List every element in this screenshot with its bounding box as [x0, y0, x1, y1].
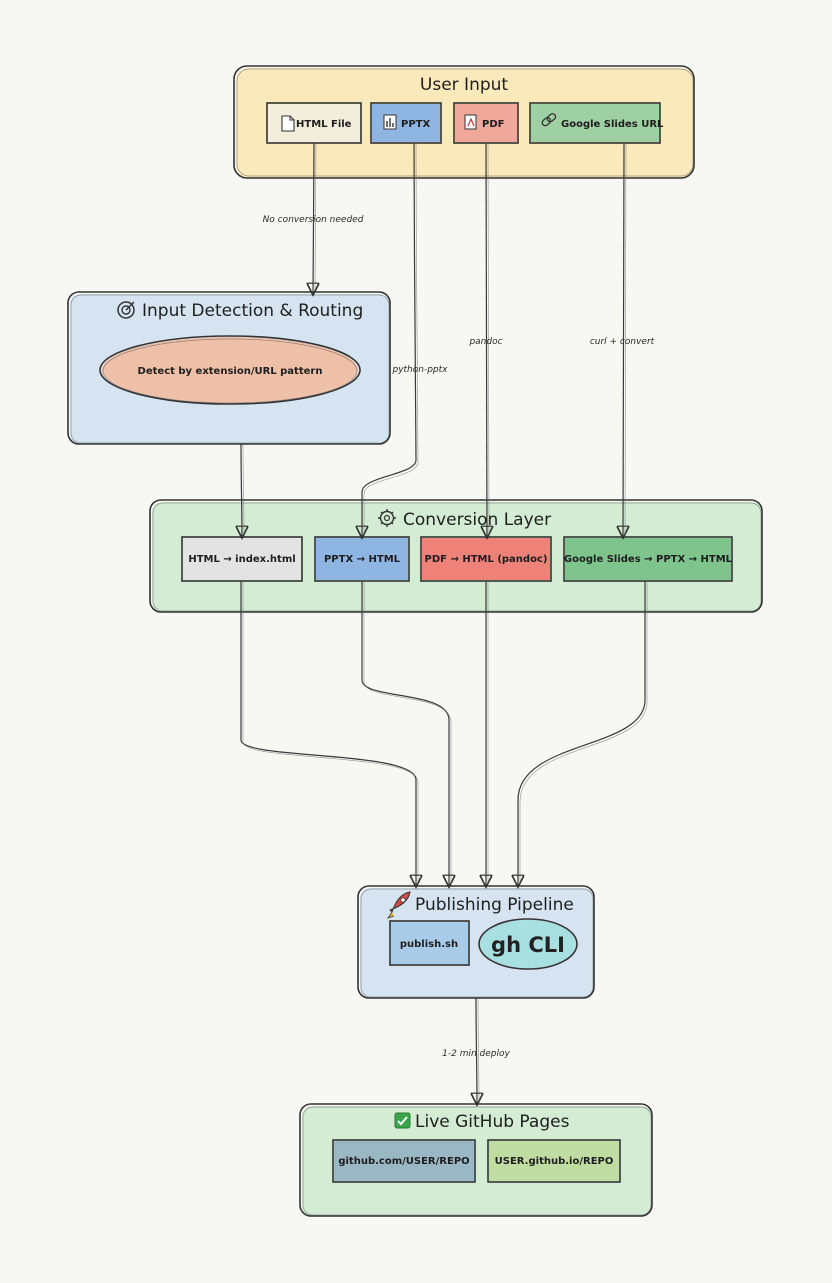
node-publish-sh[interactable]: publish.sh [389, 920, 470, 966]
node-conv-gs[interactable]: Google Slides → PPTX → HTML [563, 536, 733, 582]
conv-gs-label: Google Slides → PPTX → HTML [564, 554, 733, 565]
chart-icon [383, 114, 397, 130]
publishing-title: Publishing Pipeline [415, 895, 574, 915]
user-input-group: User Input HTML File PPTX [233, 65, 695, 179]
pdf-label: PDF [482, 119, 504, 130]
edge-label-python-pptx: python-pptx [391, 365, 448, 375]
node-pptx[interactable]: PPTX [370, 102, 442, 144]
check-icon [394, 1112, 411, 1129]
edge-html-detect [313, 142, 314, 294]
edge-pdf-convpdf [486, 142, 487, 537]
edge-label-curl-convert: curl + convert [590, 337, 655, 347]
google-slides-url-label: Google Slides URL [561, 119, 664, 130]
edge-convgs-publish [518, 581, 646, 886]
conv-html-label: HTML → index.html [188, 554, 295, 565]
link-icon [541, 113, 557, 127]
node-conv-pdf[interactable]: PDF → HTML (pandoc) [420, 536, 552, 582]
pdf-icon [464, 114, 477, 130]
detection-group: Input Detection & Routing Detect by exte… [67, 291, 391, 445]
edge-convhtml-publish [240, 581, 416, 886]
node-pdf[interactable]: PDF [453, 102, 519, 144]
live-title: Live GitHub Pages [415, 1112, 570, 1132]
html-file-label: HTML File [296, 119, 352, 130]
url-pages-label: USER.github.io/REPO [495, 1156, 614, 1167]
user-input-title: User Input [420, 75, 509, 95]
edge-publish-live [476, 997, 477, 1104]
node-conv-pptx[interactable]: PPTX → HTML [314, 536, 410, 582]
live-group: Live GitHub Pages github.com/USER/REPO U… [299, 1103, 653, 1217]
gh-cli-label: gh CLI [491, 933, 565, 957]
node-url-github[interactable]: github.com/USER/REPO [332, 1139, 476, 1183]
edge-convpptx-publish [361, 581, 449, 886]
node-google-slides-url[interactable]: Google Slides URL [529, 102, 664, 144]
conversion-title: Conversion Layer [403, 510, 551, 530]
node-url-pages[interactable]: USER.github.io/REPO [487, 1139, 621, 1183]
detection-title: Input Detection & Routing [142, 301, 363, 321]
edge-gs-convgs [623, 142, 624, 537]
detect-label: Detect by extension/URL pattern [138, 366, 323, 377]
gear-icon [378, 509, 396, 527]
edges: No conversion needed python-pptx pandoc … [240, 142, 655, 1104]
url-github-label: github.com/USER/REPO [338, 1156, 469, 1167]
edge-detect-convhtml [241, 443, 242, 537]
node-detect[interactable]: Detect by extension/URL pattern [99, 335, 361, 405]
node-gh-cli[interactable]: gh CLI [478, 918, 578, 970]
edge-label-deploy: 1-2 min deploy [442, 1049, 510, 1059]
node-html-file[interactable]: HTML File [266, 102, 362, 144]
edge-pptx-convpptx [362, 142, 417, 537]
conv-pdf-label: PDF → HTML (pandoc) [425, 554, 548, 565]
publish-sh-label: publish.sh [400, 939, 458, 950]
edge-label-no-conversion: No conversion needed [263, 215, 364, 225]
conversion-group: Conversion Layer HTML → index.html PPTX … [149, 499, 763, 613]
target-icon [117, 301, 135, 319]
file-icon [281, 115, 295, 132]
pptx-label: PPTX [401, 119, 430, 130]
rocket-icon [387, 891, 411, 919]
conv-pptx-label: PPTX → HTML [324, 554, 401, 565]
node-conv-html[interactable]: HTML → index.html [181, 536, 303, 582]
publishing-group: Publishing Pipeline publish.sh gh CLI [357, 885, 595, 999]
edge-label-pandoc: pandoc [468, 337, 502, 347]
